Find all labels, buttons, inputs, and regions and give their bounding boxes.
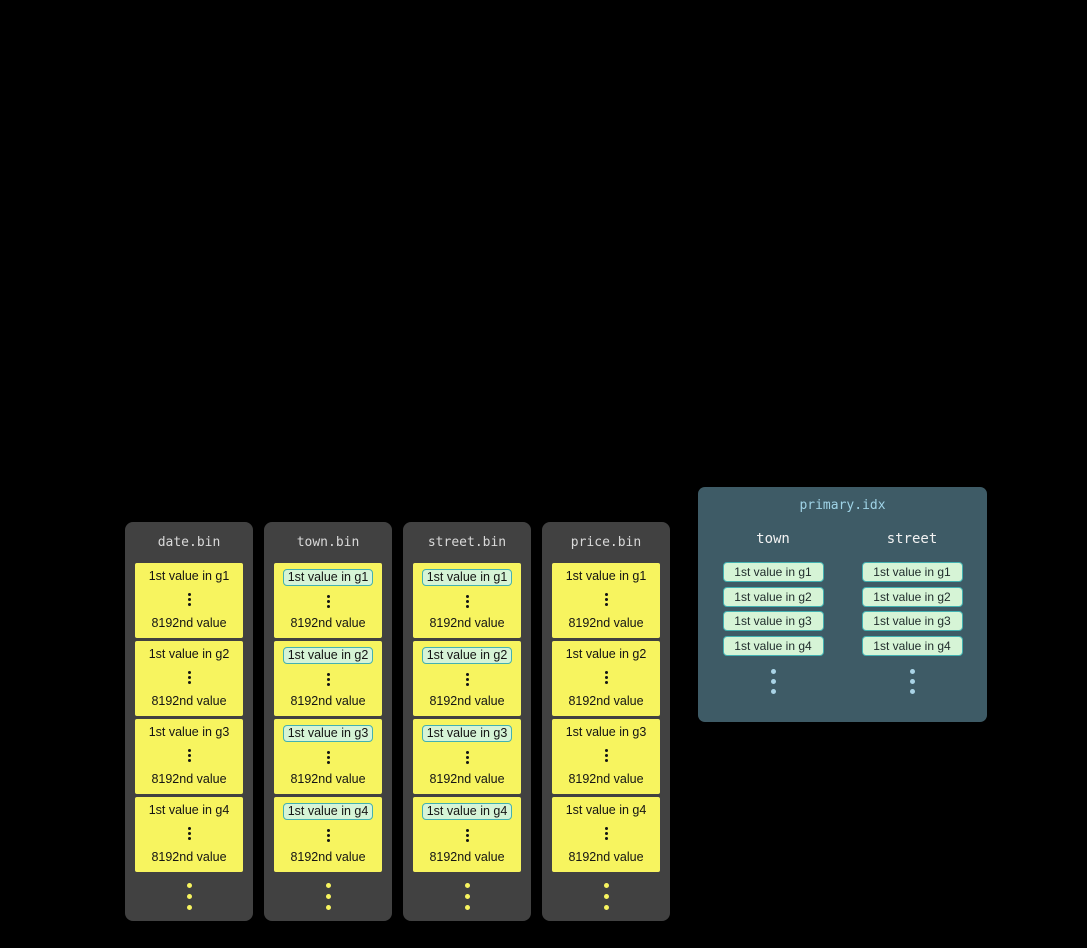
ellipsis-icon <box>604 749 608 762</box>
granule-block-g4: 1st value in g4 8192nd value <box>274 797 382 872</box>
granule-block-g4: 1st value in g4 8192nd value <box>413 797 521 872</box>
granule-first-value-highlighted: 1st value in g3 <box>421 725 513 742</box>
granule-first-value-highlighted: 1st value in g2 <box>421 647 513 664</box>
granule-last-value: 8192nd value <box>290 850 366 864</box>
idx-entry: 1st value in g2 <box>722 586 824 607</box>
more-entries-ellipsis-icon <box>909 669 915 694</box>
granule-last-value: 8192nd value <box>568 694 644 708</box>
granule-last-value: 8192nd value <box>151 850 227 864</box>
ellipsis-icon <box>187 671 191 684</box>
granule-first-value: 1st value in g1 <box>565 569 647 583</box>
granule-last-value: 8192nd value <box>290 694 366 708</box>
ellipsis-icon <box>465 672 469 686</box>
bin-file-title: street.bin <box>427 535 507 550</box>
more-entries-ellipsis-icon <box>770 669 776 694</box>
granule-last-value: 8192nd value <box>429 616 505 630</box>
idx-entry: 1st value in g3 <box>722 611 824 631</box>
primary-idx-panel: primary.idx town 1st value in g1 1st val… <box>698 487 987 722</box>
granule-block-g4: 1st value in g4 8192nd value <box>135 797 243 872</box>
ellipsis-icon <box>465 750 469 764</box>
more-granules-ellipsis-icon <box>186 883 192 910</box>
bin-file-title: price.bin <box>570 535 642 550</box>
granule-last-value: 8192nd value <box>568 772 644 786</box>
granule-block-g2: 1st value in g2 8192nd value <box>135 641 243 716</box>
granule-first-value: 1st value in g4 <box>148 803 230 817</box>
idx-column-street: street 1st value in g1 1st value in g2 1… <box>861 531 963 694</box>
granule-first-value: 1st value in g4 <box>565 803 647 817</box>
granule-first-value-highlighted: 1st value in g4 <box>421 803 513 820</box>
granule-block-g2: 1st value in g2 8192nd value <box>274 641 382 716</box>
granule-first-value: 1st value in g2 <box>148 647 230 661</box>
ellipsis-icon <box>465 594 469 608</box>
granule-block-g3: 1st value in g3 8192nd value <box>135 719 243 794</box>
granule-last-value: 8192nd value <box>429 850 505 864</box>
granule-first-value-highlighted: 1st value in g1 <box>421 569 513 586</box>
ellipsis-icon <box>187 827 191 840</box>
idx-entry: 1st value in g1 <box>722 562 824 582</box>
granule-block-g2: 1st value in g2 8192nd value <box>413 641 521 716</box>
idx-entry: 1st value in g2 <box>861 586 963 607</box>
granule-block-g1: 1st value in g1 8192nd value <box>413 563 521 638</box>
granule-last-value: 8192nd value <box>151 616 227 630</box>
granule-block-g3: 1st value in g3 8192nd value <box>552 719 660 794</box>
granule-last-value: 8192nd value <box>429 694 505 708</box>
granule-last-value: 8192nd value <box>151 694 227 708</box>
idx-entry: 1st value in g4 <box>861 635 963 656</box>
granule-last-value: 8192nd value <box>290 616 366 630</box>
granule-block-g3: 1st value in g3 8192nd value <box>413 719 521 794</box>
ellipsis-icon <box>604 671 608 684</box>
idx-column-town: town 1st value in g1 1st value in g2 1st… <box>722 531 824 694</box>
bin-file-price: price.bin 1st value in g1 8192nd value 1… <box>542 522 670 921</box>
granule-block-g4: 1st value in g4 8192nd value <box>552 797 660 872</box>
more-granules-ellipsis-icon <box>603 883 609 910</box>
granule-first-value-highlighted: 1st value in g1 <box>282 569 374 586</box>
granule-block-g2: 1st value in g2 8192nd value <box>552 641 660 716</box>
bin-file-street: street.bin 1st value in g1 8192nd value … <box>403 522 531 921</box>
ellipsis-icon <box>604 593 608 606</box>
bin-file-title: town.bin <box>296 535 360 550</box>
granule-last-value: 8192nd value <box>429 772 505 786</box>
granule-first-value-highlighted: 1st value in g3 <box>282 725 374 742</box>
idx-entry: 1st value in g4 <box>722 635 824 656</box>
primary-idx-title: primary.idx <box>799 498 886 513</box>
granule-first-value: 1st value in g3 <box>565 725 647 739</box>
granule-first-value-highlighted: 1st value in g2 <box>282 647 374 664</box>
granule-last-value: 8192nd value <box>151 772 227 786</box>
idx-column-header: town <box>756 531 790 547</box>
more-granules-ellipsis-icon <box>325 883 331 910</box>
granule-block-g1: 1st value in g1 8192nd value <box>274 563 382 638</box>
bin-file-title: date.bin <box>157 535 221 550</box>
granule-block-g1: 1st value in g1 8192nd value <box>552 563 660 638</box>
bin-file-town: town.bin 1st value in g1 8192nd value 1s… <box>264 522 392 921</box>
granule-first-value: 1st value in g3 <box>148 725 230 739</box>
bin-file-date: date.bin 1st value in g1 8192nd value 1s… <box>125 522 253 921</box>
ellipsis-icon <box>465 828 469 842</box>
ellipsis-icon <box>326 750 330 764</box>
granule-first-value: 1st value in g2 <box>565 647 647 661</box>
primary-idx-columns: town 1st value in g1 1st value in g2 1st… <box>698 531 987 694</box>
idx-column-header: street <box>886 531 938 547</box>
more-granules-ellipsis-icon <box>464 883 470 910</box>
granule-last-value: 8192nd value <box>568 850 644 864</box>
granule-last-value: 8192nd value <box>568 616 644 630</box>
ellipsis-icon <box>187 593 191 606</box>
granule-first-value: 1st value in g1 <box>148 569 230 583</box>
bin-files-row: date.bin 1st value in g1 8192nd value 1s… <box>125 522 670 921</box>
ellipsis-icon <box>326 828 330 842</box>
granule-block-g1: 1st value in g1 8192nd value <box>135 563 243 638</box>
granule-block-g3: 1st value in g3 8192nd value <box>274 719 382 794</box>
granule-first-value-highlighted: 1st value in g4 <box>282 803 374 820</box>
ellipsis-icon <box>187 749 191 762</box>
granule-last-value: 8192nd value <box>290 772 366 786</box>
idx-entry: 1st value in g1 <box>861 562 963 582</box>
ellipsis-icon <box>604 827 608 840</box>
ellipsis-icon <box>326 594 330 608</box>
ellipsis-icon <box>326 672 330 686</box>
idx-entry: 1st value in g3 <box>861 611 963 631</box>
